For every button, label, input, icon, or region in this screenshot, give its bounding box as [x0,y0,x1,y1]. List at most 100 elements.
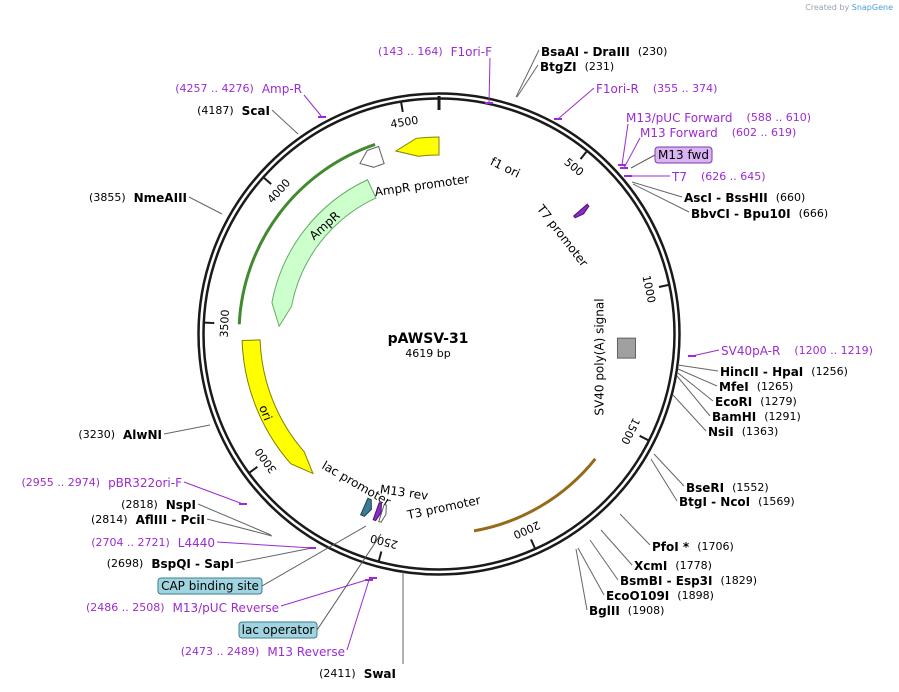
restriction-site-label: BglII (1908) [589,604,664,618]
primer-range: (355 .. 374) [653,82,718,95]
site-position: (1279) [760,395,797,408]
primer-label: M13/pUC Forward(588 .. 610) [626,111,811,125]
boxed-label-frame [157,577,263,595]
primer-range: (4257 .. 4276) [175,82,254,95]
site-leader-line [235,547,313,564]
tick-mark [639,434,650,442]
site-position: (3230) [78,428,115,441]
center-label-group: pAWSV-31 4619 bp [388,331,469,360]
feature-label: M13 rev [379,482,429,503]
site-name: MfeI [719,380,749,394]
primer-label: (4257 .. 4276) Amp-R [175,82,302,96]
primer-name: M13 Forward [640,126,718,140]
site-name: NsiI [708,425,734,439]
primer-name: pBR322ori-F [108,476,182,490]
site-name: BtgZI [540,60,577,74]
site-leader-line [672,394,707,432]
primer-name: F1ori-R [596,82,639,96]
site-leader-line [577,547,605,596]
site-leader-line [619,513,651,546]
site-leader-line [632,183,690,213]
site-leader-line [676,375,711,417]
primer-leader-line [557,87,595,120]
site-position: (2411) [319,667,356,680]
primer-range: (2704 .. 2721) [91,536,170,549]
tick-mark [248,466,258,474]
site-leader-line [653,453,685,487]
site-name: NspI [166,498,196,512]
site-leader-line [600,529,633,566]
site-position: (1291) [764,410,801,423]
box-leader-line [261,525,367,587]
feature-label: ori [256,403,275,423]
restriction-site-label: (2411) SwaI [319,667,396,681]
site-name: BseRI [686,481,724,495]
primer-name: T7 [671,170,687,184]
tick-label: 1000 [639,274,658,304]
restriction-site-label: MfeI(1265) [719,380,793,394]
boxed-label-text: M13 fwd [658,148,709,162]
primer-name: Amp-R [262,82,302,96]
site-position: (660) [776,191,806,204]
site-position: (1706) [697,540,734,553]
primer-leader-line [280,577,374,607]
tick-mark [579,150,588,160]
snapgene-brand: SnapGene [851,3,893,12]
restriction-site-label: XcmI(1778) [634,559,712,573]
site-leader-line [677,372,714,402]
site-position: (230) [638,45,668,58]
feature-group [241,136,636,523]
restriction-site-label: PfoI *(1706) [652,540,734,554]
tick-mark [530,538,536,549]
site-leader-line [515,49,540,98]
restriction-site-label: (4187)ScaI [197,104,270,118]
primer-leader-line [183,481,244,505]
restriction-site-label: NsiI(1363) [708,425,778,439]
restriction-site-label: BtgI - NcoI(1569) [679,495,795,509]
site-name: BtgI - NcoI [679,495,750,509]
tick-mark [263,176,272,185]
primer-name: M13/pUC Forward [626,111,733,125]
tick-mark [658,283,670,288]
primer-name: SV40pA-R [721,344,780,358]
feature-f1-ori [394,136,440,157]
site-name: BglII [589,604,620,618]
leader-line-group [163,49,720,664]
box-leader-line [316,533,382,631]
feature-t3-promoter [378,503,387,523]
tick-label: 500 [562,156,587,179]
primer-label: (2955 .. 2974)pBR322ori-F [22,476,183,490]
site-leader-line [677,364,719,372]
tick-label: 2500 [369,531,399,551]
restriction-site-label: HincII - HpaI(1256) [720,365,848,379]
site-name: NmeAIII [134,191,187,205]
site-leader-line [575,548,588,611]
arc-feature-group [237,143,597,533]
primer-leader-line [623,137,641,169]
site-leader-line [206,518,273,537]
primer-name: F1ori-F [451,45,492,59]
primer-range: (143 .. 164) [378,45,443,58]
primer-range: (602 .. 619) [732,126,797,139]
credit-prefix: Created by [805,3,850,12]
site-name: SwaI [364,667,396,681]
arc-AmpR-outer [237,143,376,325]
feature-lac-promoter [360,497,372,517]
feature-label: AmpR promoter [374,172,470,199]
primer-leader-line [691,349,720,357]
primer-label: T7(626 .. 645) [671,170,766,184]
restriction-site-label: BsmBI - Esp3I(1829) [620,574,757,588]
feature-ori [241,339,314,475]
site-position: (2814) [91,513,128,526]
feature-sv40-poly-a-signal [616,337,636,359]
site-name: ScaI [242,104,270,118]
primer-range: (2486 .. 2508) [86,601,165,614]
primer-label: SV40pA-R(1200 .. 1219) [721,344,873,358]
site-position: (1908) [628,604,665,617]
site-name: BamHI [712,410,756,424]
primer-range: (2473 .. 2489) [181,645,260,658]
primer-name: M13 Reverse [267,645,345,659]
site-name: AscI - BssHII [684,191,768,205]
restriction-site-label: (3855)NmeAIII [89,191,187,205]
